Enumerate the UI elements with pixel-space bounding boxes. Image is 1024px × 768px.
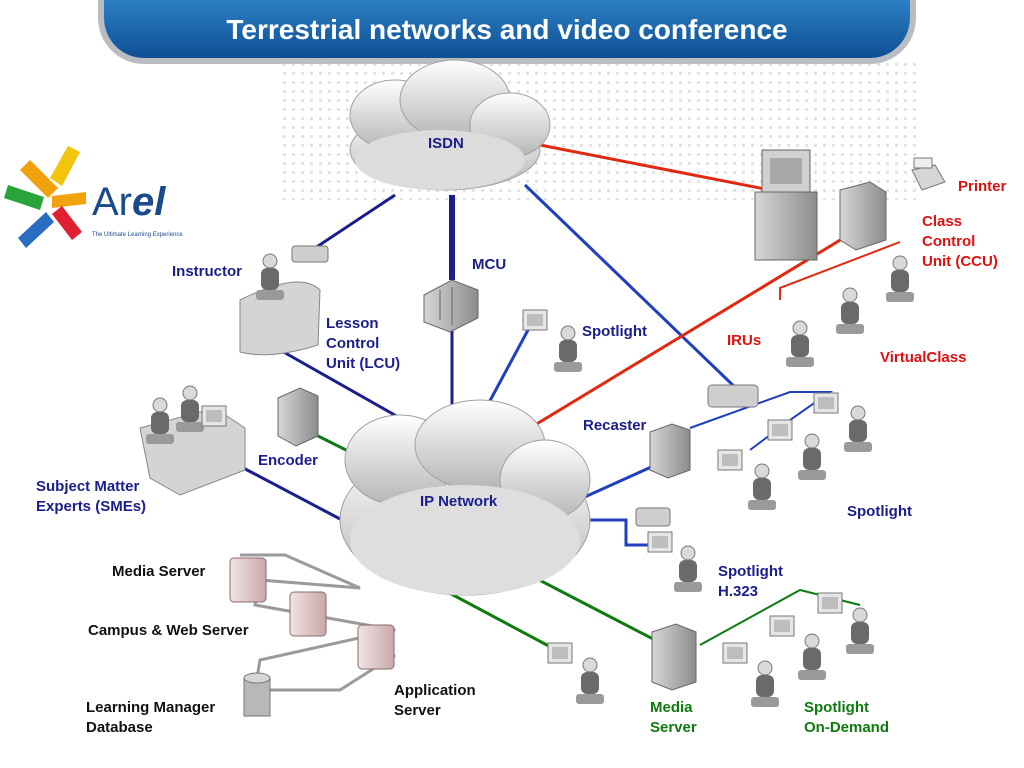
instructor-desk-icon (239, 245, 329, 356)
recaster-label: Recaster (583, 417, 647, 434)
link-isdn-recaster (523, 183, 742, 394)
spotlight-h323-icon (635, 507, 703, 593)
logo-tagline: The Ultimate Learning Experience (92, 232, 183, 238)
link-sme-ip (231, 460, 343, 522)
database-icon (243, 672, 271, 717)
logo-wordmark: Arel (92, 180, 166, 224)
printer-icon (911, 157, 946, 191)
printer-label: Printer (958, 178, 1007, 195)
recaster-icon (649, 384, 759, 479)
media-server-right-icon (651, 623, 697, 691)
link-lcu-ip (279, 348, 401, 420)
mcu-device-icon (423, 279, 479, 333)
link-ip-media-server (519, 568, 656, 642)
campus-web-server-icon (289, 591, 327, 637)
instructor-label: Instructor (172, 263, 243, 280)
ip-network-label: IP Network (420, 493, 498, 510)
media-server-left-label: Media Server (112, 563, 206, 580)
link-isdn-printer-cabinet (539, 143, 771, 192)
isdn-label: ISDN (428, 135, 464, 152)
link-spotlight-ip (483, 329, 530, 411)
ip-network-cloud (339, 399, 591, 596)
campus-web-server-label: Campus & Web Server (88, 622, 249, 639)
title-banner (104, 0, 910, 58)
link-ccu-irus (779, 241, 901, 300)
page-title: Terrestrial networks and video conferenc… (226, 14, 788, 45)
link-ip-ondemand-client (439, 586, 561, 654)
video-cabinet-icon (754, 149, 818, 261)
arel-logo (4, 146, 86, 248)
encoder-label: Encoder (258, 452, 319, 469)
ondemand-client-icon (547, 642, 605, 705)
spotlight-top-label: Spotlight (582, 323, 647, 340)
virtualclass-label: VirtualClass (880, 349, 967, 366)
connection-lines (231, 143, 901, 692)
irus-label: IRUs (727, 332, 762, 349)
media-server-icon (229, 557, 267, 603)
encoder-icon (277, 387, 319, 447)
application-server-icon (357, 624, 395, 670)
spotlight-client-icon (522, 309, 583, 373)
mcu-label: MCU (472, 256, 507, 273)
link-ip-h323 (590, 518, 660, 547)
ccu-server-icon (839, 181, 887, 251)
spotlight-right-label: Spotlight (847, 503, 912, 520)
spotlight-ondemand-group-icon (722, 592, 875, 708)
isdn-cloud (349, 59, 551, 191)
sme-desk-icon (139, 385, 246, 496)
